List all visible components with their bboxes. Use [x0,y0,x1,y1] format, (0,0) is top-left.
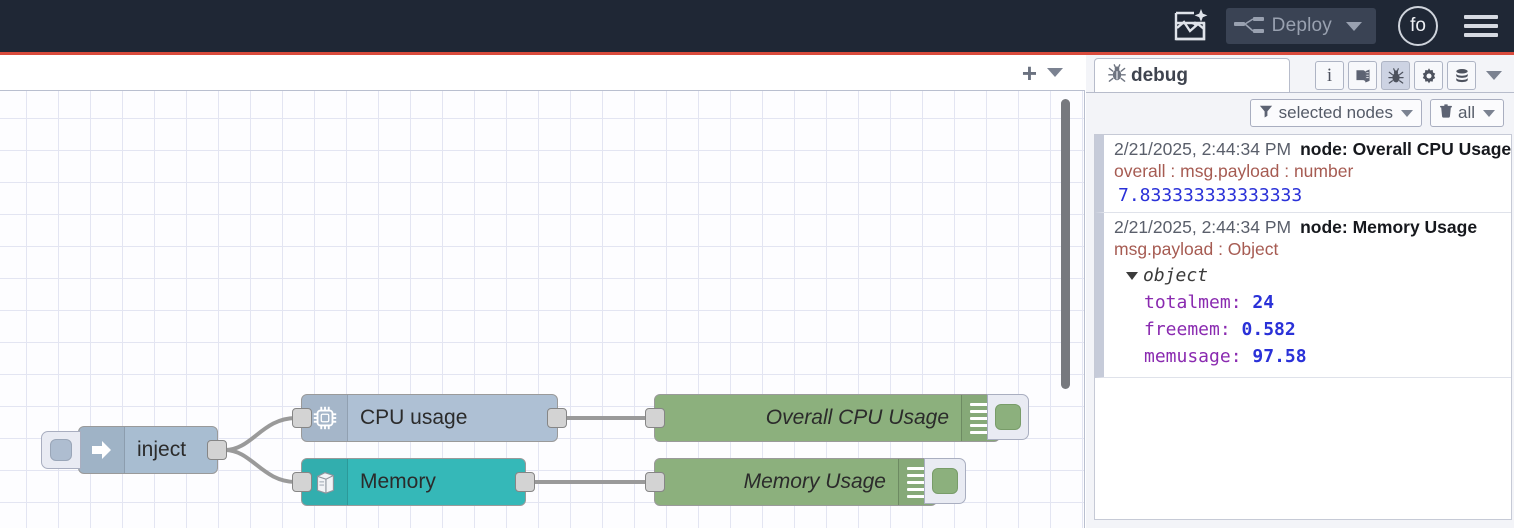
debug-object-row: freemem: 0.582 [1144,319,1296,340]
node-label: Memory Usage [743,470,886,493]
node-output-port[interactable] [207,440,227,460]
context-data-icon[interactable] [1447,61,1476,90]
node-input-port[interactable] [645,408,665,428]
deploy-nodes-icon [1233,15,1264,37]
debug-message-source[interactable]: node: Memory Usage [1300,217,1478,237]
debug-message[interactable]: 2/21/2025, 2:44:34 PM node: Overall CPU U… [1095,135,1511,213]
app-header: Deploy fo [0,0,1514,52]
inject-trigger-pad [50,439,72,461]
expand-triangle-icon[interactable] [1126,271,1138,280]
chevron-down-icon[interactable] [1483,109,1495,117]
deploy-button-label: Deploy [1271,15,1332,36]
flow-canvas[interactable]: inject CP [0,91,1084,528]
debug-message-topic: msg.payload : Object [1114,239,1279,259]
debug-object-root[interactable]: object [1126,265,1511,286]
tab-debug[interactable]: debug [1094,58,1290,92]
debug-message-header: 2/21/2025, 2:44:34 PM node: Overall CPU U… [1114,139,1511,160]
avatar[interactable]: fo [1398,6,1438,46]
debug-message-source[interactable]: node: Overall CPU Usage [1300,139,1511,159]
debug-object-value: 0.582 [1241,319,1296,340]
debug-filter-bar: selected nodes all [1086,94,1514,132]
chevron-down-icon[interactable] [1400,109,1413,117]
cpu-chip-icon [302,395,348,441]
debug-clear-label: all [1457,103,1475,122]
avatar-initials: fo [1410,15,1426,36]
trash-icon [1439,103,1453,123]
chevron-down-icon[interactable] [1346,21,1362,31]
canvas-vertical-scrollbar[interactable] [1061,99,1070,389]
sidebar-tab-bar: debug i [1086,55,1514,93]
debug-enable-toggle[interactable] [987,394,1029,440]
hamburger-menu-icon[interactable] [1464,10,1498,42]
debug-message-value: 7.833333333333333 [1118,185,1303,206]
debug-object-root-label: object [1143,265,1209,286]
flow-node-memory-usage[interactable]: Memory Usage [645,458,966,506]
debug-message-header: 2/21/2025, 2:44:34 PM node: Memory Usage [1114,217,1511,238]
sidebar-tool-buttons: i [1311,61,1514,92]
help-book-icon[interactable] [1348,61,1377,90]
debug-object-key: totalmem [1144,292,1231,313]
bug-icon [1107,63,1127,89]
debug-enable-toggle[interactable] [924,458,966,504]
deploy-pending-indicator [0,52,1514,55]
debug-scope-filter[interactable]: selected nodes [1249,99,1422,127]
debug-object-key: memusage [1144,346,1231,367]
node-label: CPU usage [360,406,468,429]
config-gear-icon[interactable] [1414,61,1443,90]
flow-node-inject[interactable]: inject [41,426,227,474]
debug-bug-icon[interactable] [1381,61,1410,90]
node-label: Memory [360,470,436,493]
flow-node-cpu-usage[interactable]: CPU usage [292,394,567,442]
flow-node-overall-cpu-usage[interactable]: Overall CPU Usage [645,394,1029,442]
debug-clear-button[interactable]: all [1429,99,1504,127]
flow-node-memory[interactable]: Memory [292,458,535,506]
flow-tab-bar: + [0,55,1085,91]
debug-object-row: memusage: 97.58 [1144,346,1307,367]
debug-object-value: 24 [1252,292,1275,313]
deploy-button[interactable]: Deploy [1225,8,1376,44]
debug-object-value: 97.58 [1252,346,1307,367]
debug-message-timestamp: 2/21/2025, 2:44:34 PM [1114,217,1292,237]
add-flow-button[interactable]: + [1021,57,1037,88]
debug-object-row: totalmem: 24 [1144,292,1275,313]
tab-debug-label: debug [1131,64,1188,86]
debug-scope-filter-label: selected nodes [1278,103,1393,122]
debug-message-timestamp: 2/21/2025, 2:44:34 PM [1114,139,1292,159]
node-output-port[interactable] [547,408,567,428]
info-icon[interactable]: i [1315,61,1344,90]
inject-trigger-button[interactable] [41,431,81,469]
chevron-down-icon[interactable] [1047,68,1063,77]
inject-arrow-icon [79,427,125,473]
node-input-port[interactable] [292,408,312,428]
debug-message-list[interactable]: 2/21/2025, 2:44:34 PM node: Overall CPU U… [1094,134,1512,520]
funnel-icon [1259,103,1273,123]
node-output-port[interactable] [515,472,535,492]
ai-flow-sparkle-icon[interactable] [1168,4,1212,48]
debug-enable-pad [995,404,1021,430]
node-label: inject [137,438,187,461]
debug-enable-pad [932,468,958,494]
flow-workspace: + inject [0,55,1085,528]
sidebar: debug i [1086,55,1514,528]
node-label: Overall CPU Usage [765,406,949,429]
debug-object-key: freemem [1144,319,1220,340]
node-input-port[interactable] [645,472,665,492]
node-input-port[interactable] [292,472,312,492]
debug-message-topic: overall : msg.payload : number [1114,161,1354,181]
chevron-down-icon[interactable] [1486,71,1502,80]
